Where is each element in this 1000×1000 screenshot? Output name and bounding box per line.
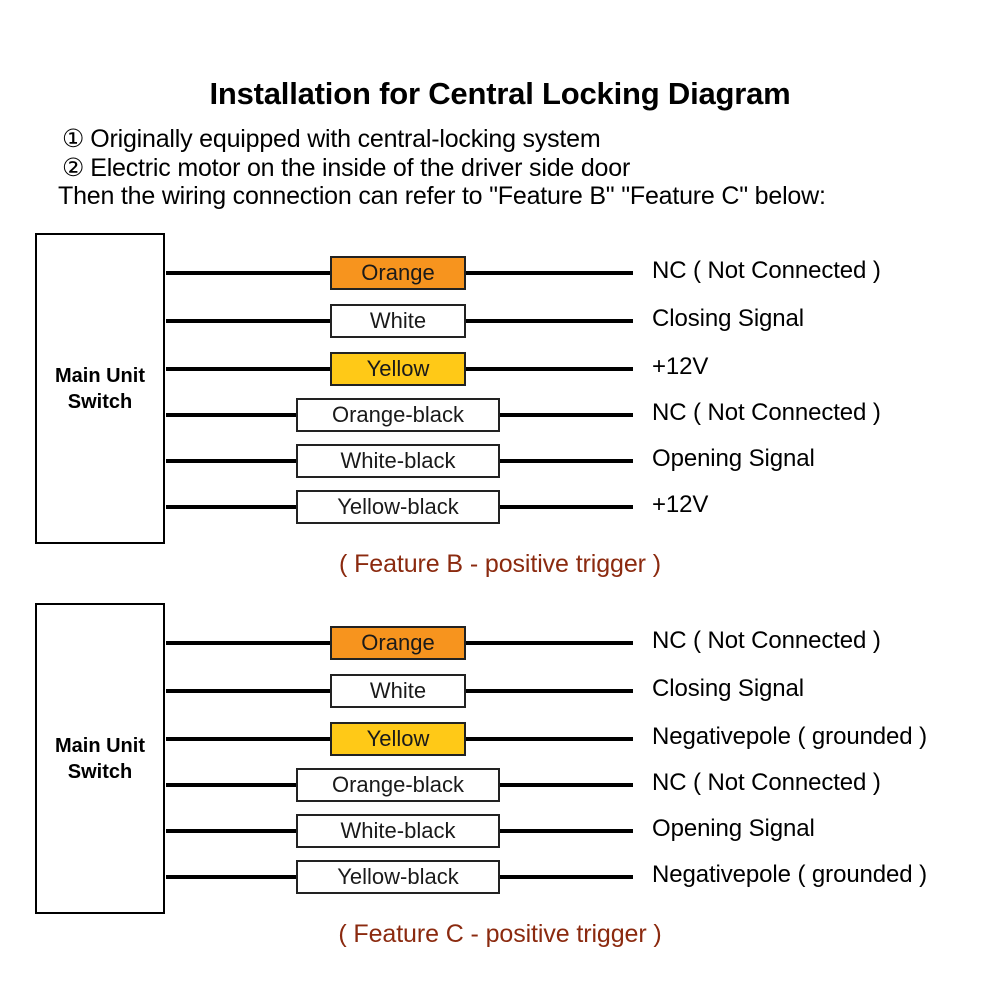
note-marker-2: ②: [62, 154, 85, 182]
feature-c-caption: ( Feature C - positive trigger ): [338, 920, 662, 948]
wire-label-chip: Orange: [330, 626, 466, 660]
wire-line-right: [466, 641, 633, 645]
wire-signal-label: +12V: [652, 491, 709, 518]
wire-signal-label: Negativepole ( grounded ): [652, 723, 928, 750]
main-unit-switch-label-line1-b: Main Unit: [55, 364, 145, 387]
wire-label-chip: Yellow: [330, 722, 466, 756]
main-unit-switch-box-c: Main Unit Switch: [35, 603, 165, 914]
wire-signal-label: NC ( Not Connected ): [652, 627, 881, 654]
wire-label-chip: White-black: [296, 814, 500, 848]
wire-signal-label: Opening Signal: [652, 445, 815, 472]
wire-line-right: [466, 737, 633, 741]
wire-signal-label: NC ( Not Connected ): [652, 769, 881, 796]
wire-signal-label: Closing Signal: [652, 675, 805, 702]
wire-label-chip: White: [330, 674, 466, 708]
wire-label-chip: Orange-black: [296, 768, 500, 802]
wire-label-chip: Orange: [330, 256, 466, 290]
wire-label-chip: White: [330, 304, 466, 338]
wire-line-left: [166, 459, 296, 463]
wire-line-left: [166, 319, 330, 323]
wire-line-left: [166, 641, 330, 645]
wire-label-chip: Orange-black: [296, 398, 500, 432]
wire-line-right: [466, 367, 633, 371]
feature-b-caption: ( Feature B - positive trigger ): [339, 550, 661, 578]
main-unit-switch-label-line2-c: Switch: [67, 760, 133, 783]
wire-line-right: [500, 783, 633, 787]
wire-line-left: [166, 367, 330, 371]
wire-line-left: [166, 505, 296, 509]
wire-line-right: [500, 459, 633, 463]
wire-label-chip: Yellow-black: [296, 490, 500, 524]
wire-line-left: [166, 875, 296, 879]
wire-signal-label: Closing Signal: [652, 305, 805, 332]
main-unit-switch-label-c: Main Unit Switch: [37, 733, 163, 785]
main-unit-switch-label-line2-b: Switch: [67, 390, 133, 413]
main-unit-switch-label-line1-c: Main Unit: [55, 734, 145, 757]
wire-line-right: [500, 505, 633, 509]
main-unit-switch-label-b: Main Unit Switch: [37, 363, 163, 415]
wire-line-right: [466, 271, 633, 275]
wire-line-left: [166, 271, 330, 275]
wire-signal-label: +12V: [652, 353, 709, 380]
wire-signal-label: NC ( Not Connected ): [652, 399, 881, 426]
wire-line-right: [466, 319, 633, 323]
wire-line-right: [500, 413, 633, 417]
note-marker-1: ①: [62, 125, 85, 153]
note-item-3: Then the wiring connection can refer to …: [58, 182, 826, 210]
wire-label-chip: Yellow: [330, 352, 466, 386]
wire-line-left: [166, 737, 330, 741]
wire-line-right: [466, 689, 633, 693]
wire-line-left: [166, 829, 296, 833]
page-title: Installation for Central Locking Diagram: [209, 76, 791, 111]
wire-line-left: [166, 413, 296, 417]
wire-label-chip: Yellow-black: [296, 860, 500, 894]
note-text-2: Electric motor on the inside of the driv…: [90, 154, 631, 182]
wire-signal-label: NC ( Not Connected ): [652, 257, 881, 284]
wire-line-right: [500, 875, 633, 879]
wire-signal-label: Negativepole ( grounded ): [652, 861, 928, 888]
note-text-1: Originally equipped with central-locking…: [90, 125, 601, 153]
main-unit-switch-box-b: Main Unit Switch: [35, 233, 165, 544]
wire-signal-label: Opening Signal: [652, 815, 815, 842]
wire-line-left: [166, 689, 330, 693]
wire-line-left: [166, 783, 296, 787]
wire-label-chip: White-black: [296, 444, 500, 478]
wire-line-right: [500, 829, 633, 833]
